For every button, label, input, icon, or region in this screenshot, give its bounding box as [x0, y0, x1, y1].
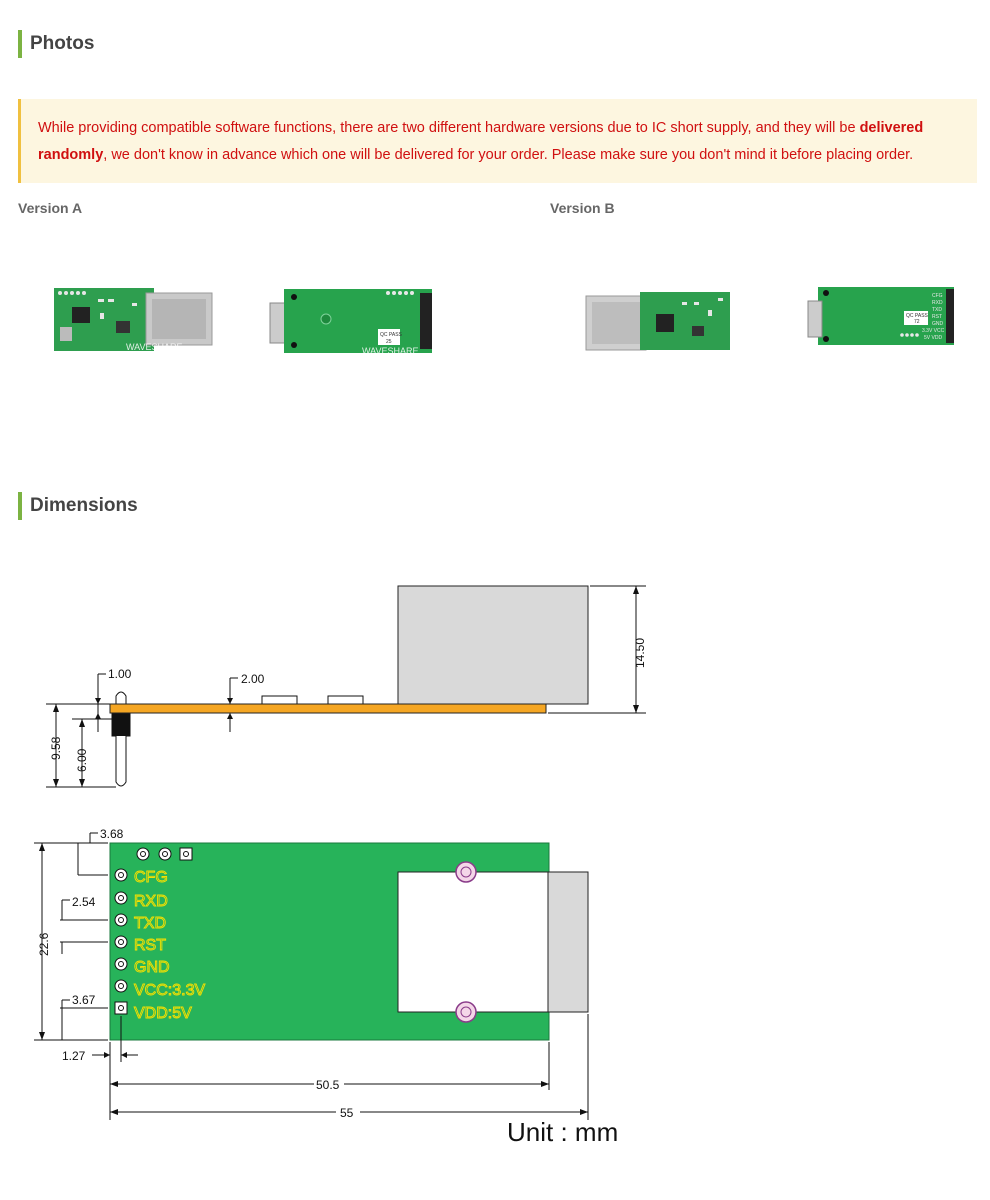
dim-pin-length: 6.00: [75, 748, 89, 772]
dim-width: 22.6: [37, 932, 51, 956]
side-view-drawing: 1.00 2.00 14.50 9.58 6.00: [46, 585, 647, 788]
pin-label-rxd: RXD: [134, 893, 168, 910]
pin-label-rst: RST: [134, 937, 166, 954]
notice-text-before: While providing compatible software func…: [38, 120, 860, 136]
pin-label-cfg: CFG: [134, 869, 168, 886]
dimensions-heading: Dimensions: [18, 492, 138, 520]
notice-bold-text: delivered randomly: [38, 120, 924, 163]
version-a-qc-label: QC PASS: [380, 332, 403, 338]
version-b-qc-label: QC PASS: [906, 313, 929, 319]
dim-total-length: 55: [340, 1106, 354, 1120]
version-a-label: Version A: [18, 200, 83, 216]
pin-label-gnd: GND: [134, 959, 170, 976]
pin-label-vcc: VCC:3.3V: [134, 982, 205, 999]
pin-label-txd: TXD: [134, 915, 166, 932]
dim-bottom-offset: 3.67: [72, 993, 96, 1007]
version-b-back-pin: GND: [932, 321, 944, 327]
top-view-drawing: CFG RXD TXD RST GND VCC:3.3V VDD:5V: [34, 827, 589, 1120]
dim-total-pin: 9.58: [49, 736, 63, 760]
unit-label: Unit : mm: [507, 1117, 619, 1147]
version-b-back-pin: RST: [932, 314, 942, 320]
dim-thickness: 2.00: [241, 672, 265, 686]
version-b-label: Version B: [550, 200, 615, 216]
version-a-back-photo: QC PASS 25 WAVESHARE: [269, 289, 432, 356]
version-b-back-pin: CFG: [932, 293, 943, 299]
version-b-qc-number: 72: [914, 319, 920, 325]
dim-height: 14.50: [633, 638, 647, 668]
version-a-qc-number: 25: [386, 339, 392, 345]
version-a-watermark: WAVESHARE: [126, 342, 183, 352]
supply-notice: While providing compatible software func…: [18, 99, 977, 183]
photos-heading: Photos: [18, 30, 94, 58]
version-a-front-photo: WAVESHARE: [54, 288, 213, 352]
notice-text-after: , we don't know in advance which one wil…: [103, 147, 914, 163]
version-b-back-photo: QC PASS 72 CFG RXD TXD RST GND 3.3V VCC …: [807, 287, 954, 345]
pin-label-vdd: VDD:5V: [134, 1005, 192, 1022]
dim-board-length: 50.5: [316, 1078, 340, 1092]
version-b-back-pin: 3.3V VCC: [922, 328, 945, 334]
dim-top-offset: 3.68: [100, 827, 124, 841]
dim-pitch: 2.54: [72, 895, 96, 909]
version-b-back-pin: TXD: [932, 307, 942, 313]
dim-edge-offset: 1.27: [62, 1049, 86, 1063]
version-b-front-photo: [585, 292, 730, 351]
version-b-back-pin: RXD: [932, 300, 943, 306]
version-a-back-watermark: WAVESHARE: [362, 346, 419, 356]
version-b-back-pin: 5V VDD: [924, 335, 942, 341]
dim-pin-offset: 1.00: [108, 667, 132, 681]
